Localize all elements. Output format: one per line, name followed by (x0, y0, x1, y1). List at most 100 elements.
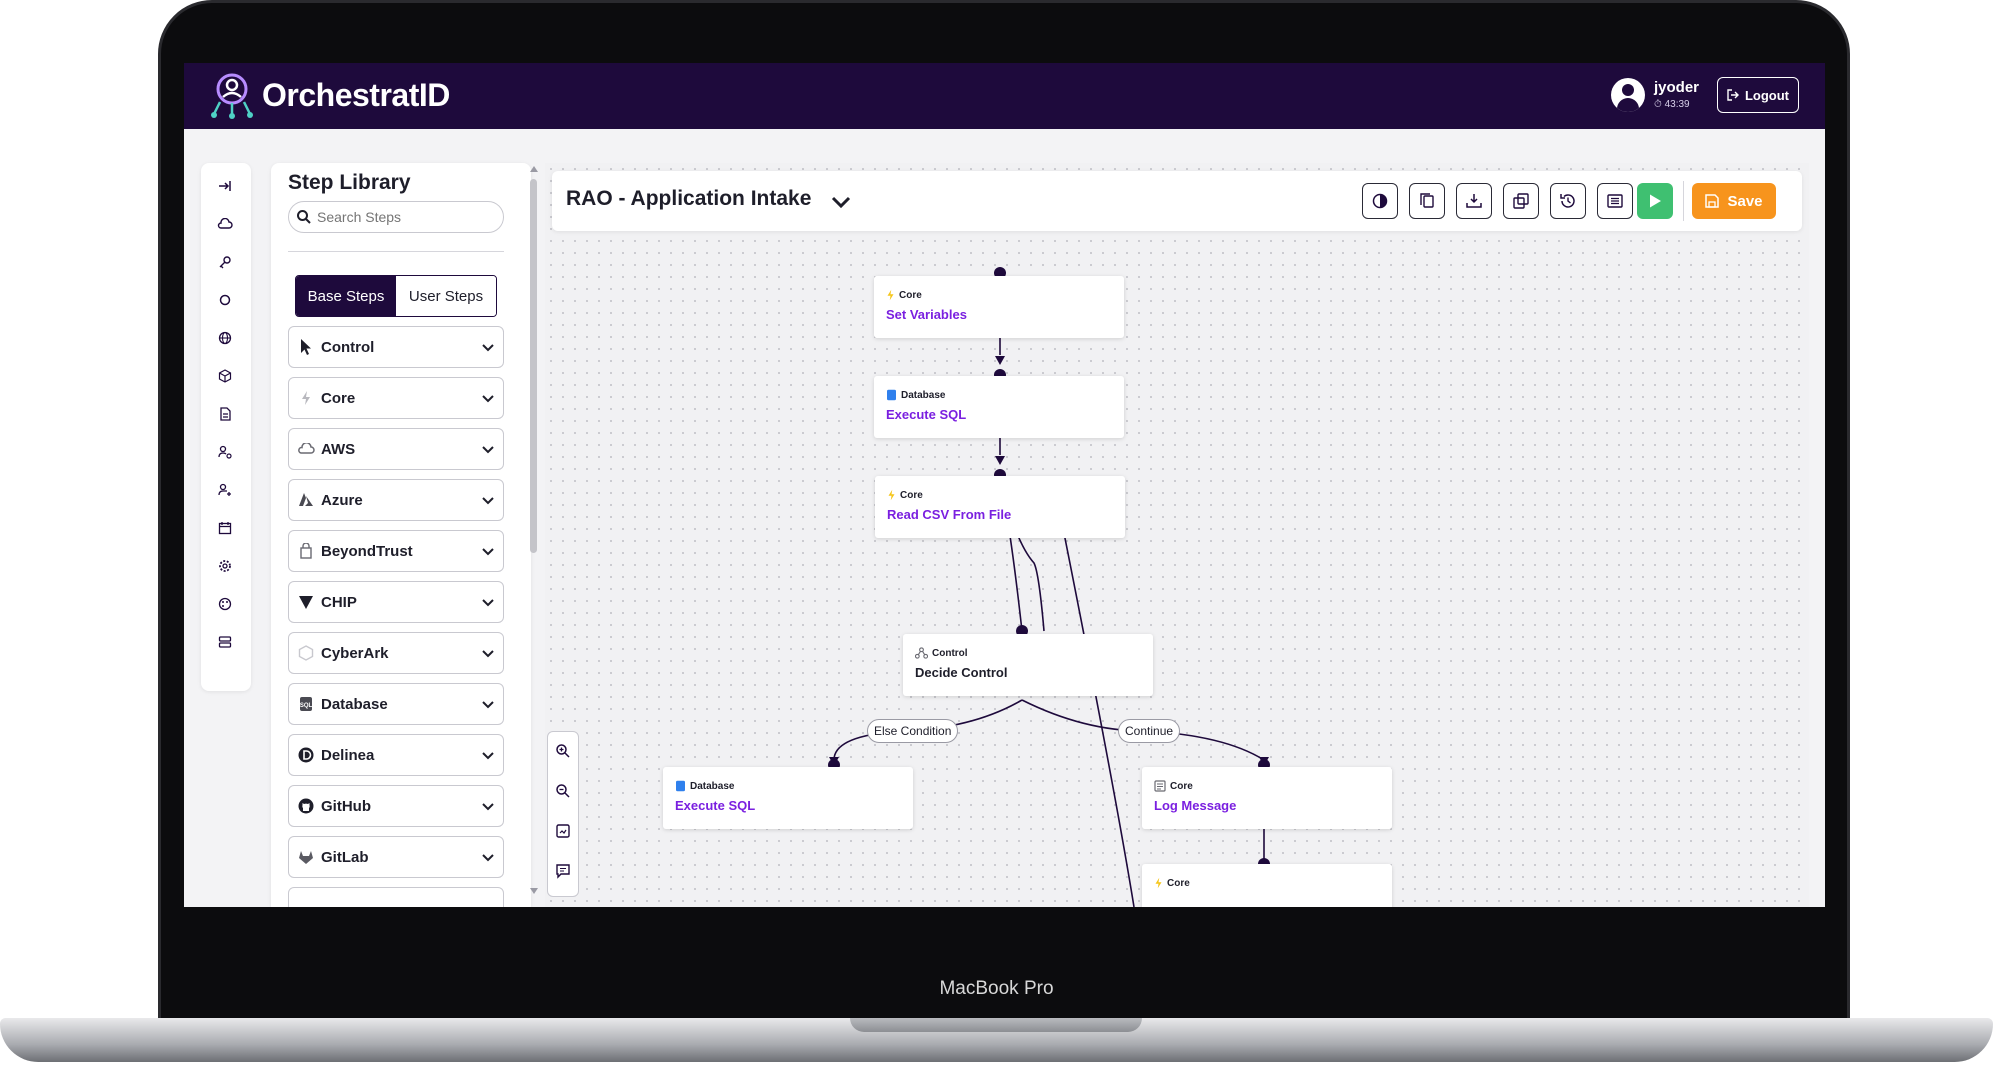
category-aws[interactable]: AWS (288, 428, 504, 470)
chevron-down-icon (482, 701, 494, 709)
zoom-in-icon[interactable] (554, 742, 572, 760)
logout-label: Logout (1744, 87, 1790, 103)
download-button[interactable] (1456, 183, 1492, 219)
node-category: Control (932, 647, 968, 659)
list-button[interactable] (1597, 183, 1633, 219)
duplicate-icon (1513, 193, 1529, 209)
user-settings-icon[interactable] (216, 481, 234, 499)
tab-base-steps[interactable]: Base Steps (296, 276, 396, 316)
scroll-down-icon[interactable] (529, 887, 539, 895)
session-timer: ⏱ 43:39 (1654, 99, 1690, 110)
flow-node[interactable]: Core Set Variables (874, 276, 1124, 338)
calendar-icon[interactable] (216, 519, 234, 537)
library-tabs: Base Steps User Steps (295, 275, 497, 317)
session-timer-value: 43:39 (1664, 99, 1690, 110)
category-label: Core (321, 389, 356, 407)
globe-icon[interactable] (216, 329, 234, 347)
chevron-down-icon (482, 446, 494, 454)
category-label: AWS (321, 440, 356, 458)
search-input[interactable] (288, 201, 504, 233)
flow-node[interactable]: Core Log Message (1142, 767, 1392, 829)
key-icon[interactable] (216, 253, 234, 271)
category-core[interactable]: Core (288, 377, 504, 419)
palette-icon[interactable] (216, 595, 234, 613)
fit-view-icon[interactable] (554, 822, 572, 840)
node-name: Set Variables (886, 307, 967, 322)
gear-icon[interactable] (216, 557, 234, 575)
scroll-up-icon[interactable] (529, 165, 539, 173)
logout-icon (1727, 89, 1739, 101)
category-label: CHIP (321, 593, 357, 611)
category-azure[interactable]: Azure (288, 479, 504, 521)
category-beyondtrust[interactable]: BeyondTrust (288, 530, 504, 572)
flow-node[interactable]: Core Read CSV From File (875, 476, 1125, 538)
tab-user-steps[interactable]: User Steps (396, 276, 496, 316)
category-label: GitLab (321, 848, 369, 866)
node-name: Execute SQL (886, 407, 967, 422)
edge-label-continue[interactable]: Continue (1118, 719, 1181, 743)
flow-node[interactable]: Database Execute SQL (874, 376, 1124, 438)
library-scrollbar[interactable] (527, 163, 541, 897)
category-cyberark[interactable]: CyberArk (288, 632, 504, 674)
history-button[interactable] (1550, 183, 1586, 219)
delinea-icon (297, 746, 315, 764)
zoom-out-icon[interactable] (554, 782, 572, 800)
flow-node[interactable]: Control Decide Control (903, 634, 1153, 696)
category-label: Control (321, 338, 375, 356)
collapse-icon[interactable] (216, 177, 234, 195)
category-github[interactable]: GitHub (288, 785, 504, 827)
library-scrollbar-thumb[interactable] (530, 179, 537, 553)
save-button[interactable]: Save (1692, 183, 1776, 219)
database-icon (676, 780, 685, 792)
theme-button[interactable] (1362, 183, 1398, 219)
chevron-down-icon (482, 344, 494, 352)
comment-icon[interactable] (554, 862, 572, 880)
azure-icon (297, 491, 315, 509)
device-label: MacBook Pro (939, 978, 1054, 999)
save-label: Save (1727, 192, 1763, 210)
user-name: jyoder (1654, 79, 1700, 96)
database-icon: SQL (297, 695, 315, 713)
chevron-down-icon (482, 395, 494, 403)
document-icon[interactable] (216, 405, 234, 423)
chevron-down-icon (482, 752, 494, 760)
category-label: BeyondTrust (321, 542, 413, 560)
save-icon (1705, 194, 1720, 208)
category-chip[interactable]: CHIP (288, 581, 504, 623)
lightning-icon (297, 389, 315, 407)
cube-icon[interactable] (216, 367, 234, 385)
category-delinea[interactable]: Delinea (288, 734, 504, 776)
flow-title: RAO - Application Intake (566, 187, 812, 210)
node-category: Database (901, 389, 946, 401)
avatar[interactable] (1611, 78, 1645, 112)
flow-node[interactable]: Database Execute SQL (663, 767, 913, 829)
aws-cloud-icon (297, 440, 315, 458)
logo-icon (211, 73, 253, 119)
download-icon (1466, 194, 1482, 208)
flow-node[interactable]: Core (1142, 864, 1392, 907)
laptop-notch (850, 1018, 1142, 1032)
copy-icon (1420, 193, 1434, 208)
brand-name: OrchestratID (262, 77, 450, 113)
category-database[interactable]: SQL Database (288, 683, 504, 725)
user-key-icon[interactable] (216, 443, 234, 461)
control-icon (915, 647, 928, 659)
category-gitlab[interactable]: GitLab (288, 836, 504, 878)
category-label: GitHub (321, 797, 371, 815)
chevron-down-icon[interactable] (830, 191, 852, 213)
duplicate-button[interactable] (1503, 183, 1539, 219)
chip-triangle-icon (297, 593, 315, 611)
logout-button[interactable]: Logout (1717, 77, 1799, 113)
edge-label-else[interactable]: Else Condition (867, 719, 959, 743)
category-label: Delinea (321, 746, 375, 764)
search-icon (297, 210, 311, 224)
server-icon[interactable] (216, 633, 234, 651)
copy-button[interactable] (1409, 183, 1445, 219)
database-icon (887, 389, 896, 401)
category-more[interactable] (288, 887, 504, 907)
node-name: Log Message (1154, 798, 1237, 813)
cloud-icon[interactable] (216, 215, 234, 233)
category-control[interactable]: Control (288, 326, 504, 368)
run-button[interactable] (1637, 183, 1673, 219)
circle-icon[interactable] (216, 291, 234, 309)
